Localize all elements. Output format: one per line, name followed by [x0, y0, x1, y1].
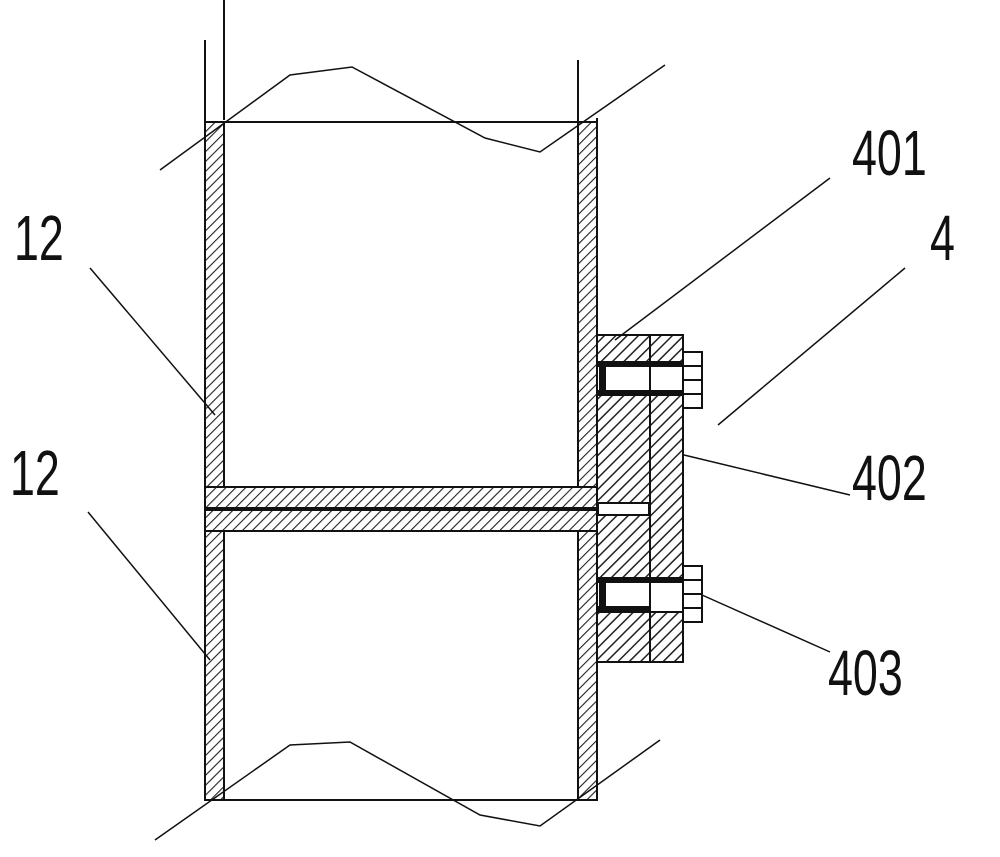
- lower-box-cavity: [223, 530, 579, 801]
- label-12-upper: 12: [14, 202, 64, 274]
- label-403: 403: [828, 637, 903, 709]
- upper-flange: [204, 486, 598, 509]
- leader-12-upper: [89, 267, 216, 416]
- label-401: 401: [852, 117, 927, 189]
- top-break-line: [159, 64, 666, 171]
- bottom-break-line: [154, 739, 661, 841]
- leader-12-lower: [87, 511, 211, 661]
- right-wall-section: [577, 121, 598, 801]
- left-wall-section: [204, 121, 225, 801]
- plate-gap: [597, 502, 650, 516]
- label-12-lower: 12: [10, 437, 60, 509]
- label-4: 4: [930, 202, 955, 274]
- upper-box-cavity: [223, 121, 579, 488]
- leader-402: [683, 454, 851, 496]
- lower-flange: [204, 509, 598, 532]
- bolt-lower: [596, 565, 703, 623]
- leader-4: [717, 267, 906, 426]
- leader-401: [614, 177, 831, 341]
- leader-403: [701, 594, 831, 653]
- bolt-upper: [596, 351, 703, 409]
- label-402: 402: [852, 442, 927, 514]
